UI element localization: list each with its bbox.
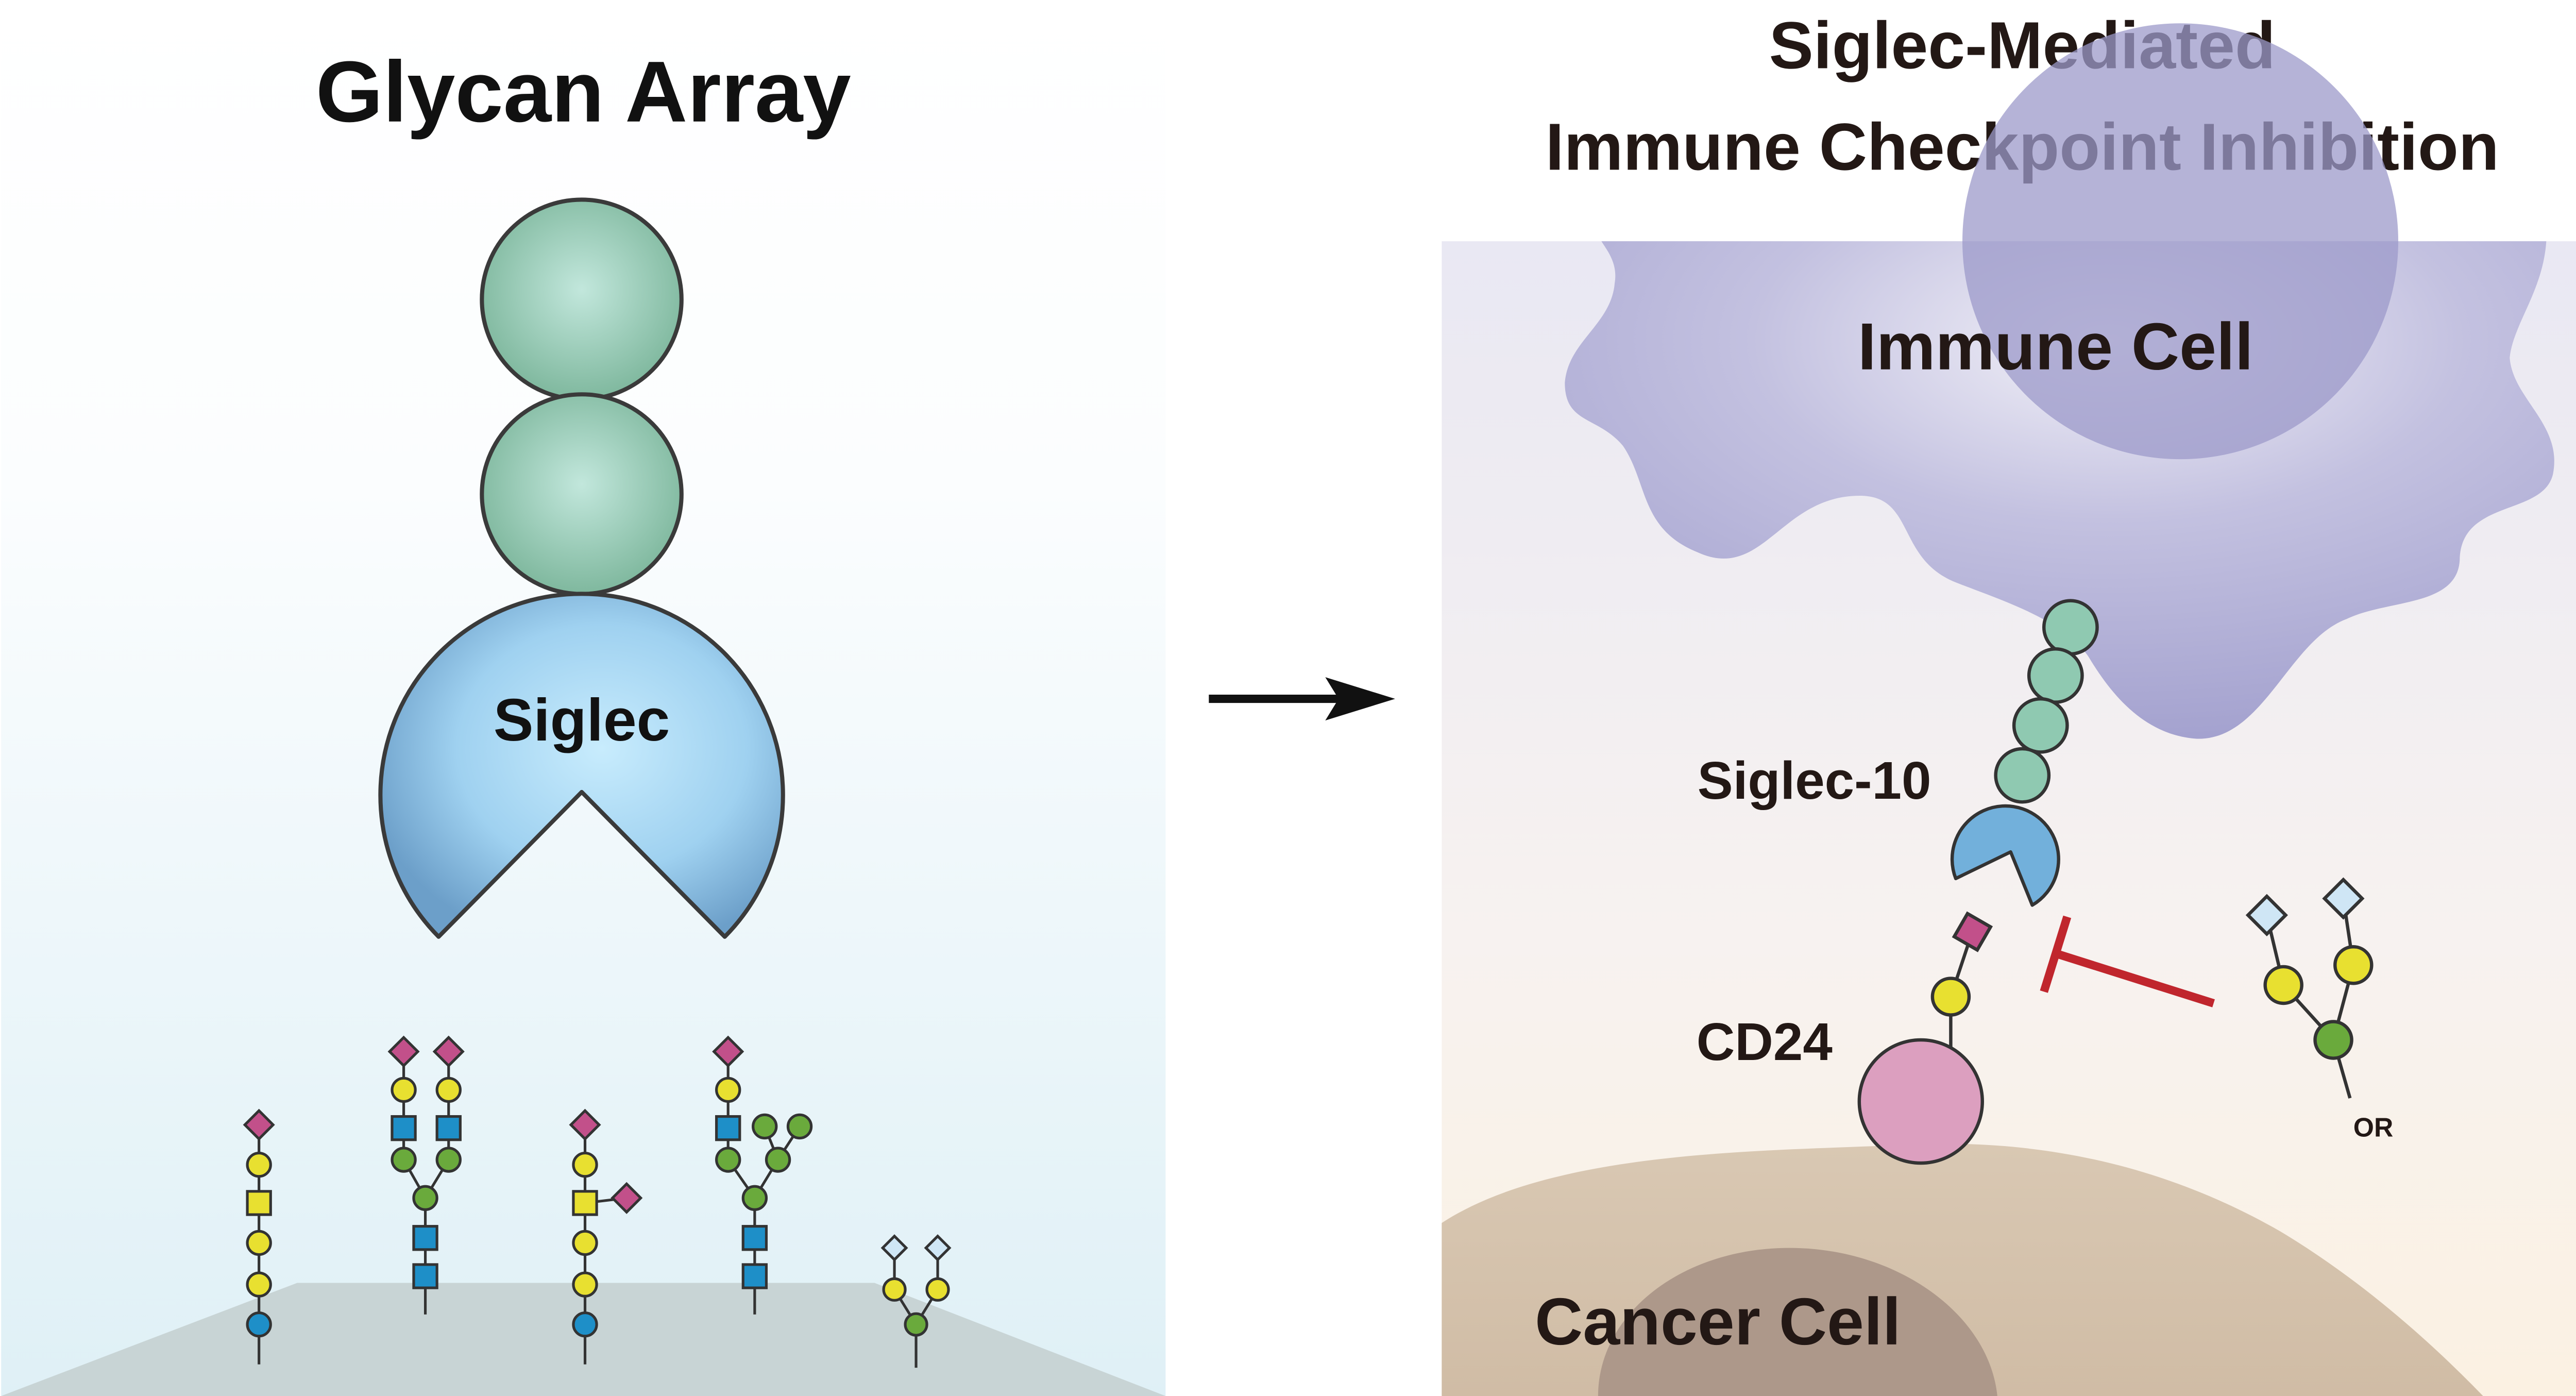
mannose-circle — [741, 1185, 768, 1211]
modified-sialic-acid-diamond — [2322, 877, 2365, 920]
glycan-inhibitor — [2245, 877, 2374, 1099]
mannose-circle — [435, 1147, 462, 1173]
inhibition-symbol — [2040, 915, 2215, 1007]
galactose-circle — [2333, 945, 2374, 985]
galactose-circle — [715, 1077, 741, 1103]
galactose-circle — [2263, 965, 2303, 1005]
cd24-protein — [1857, 1038, 1984, 1165]
mannose-circle — [765, 1147, 791, 1173]
siglec-10-domain — [2027, 647, 2084, 704]
modified-sialic-acid-diamond — [924, 1234, 952, 1262]
galactose-circle — [1930, 977, 1971, 1017]
siglec-label: Siglec — [494, 686, 670, 753]
glycan-hybrid-sialylated — [712, 1035, 813, 1315]
modified-sialic-acid-diamond — [2245, 894, 2288, 936]
glycan-disialylated-branch — [569, 1108, 643, 1365]
siglec-lower-domain — [480, 392, 684, 596]
galactose-circle — [572, 1152, 598, 1178]
galactose-circle — [572, 1271, 598, 1298]
sialic-acid-diamond — [569, 1108, 601, 1141]
mannose-circle — [904, 1312, 928, 1337]
sialic-acid-diamond — [243, 1108, 275, 1141]
immune-cell-label: Immune Cell — [1858, 310, 2253, 384]
modified-sialic-acid-diamond — [880, 1234, 908, 1262]
left-panel-title: Glycan Array — [316, 43, 851, 140]
glcnac-square — [391, 1115, 417, 1141]
glcnac-square — [741, 1263, 768, 1289]
galactose-circle — [572, 1230, 598, 1256]
mannose-circle — [752, 1113, 778, 1140]
siglec-10-label: Siglec-10 — [1698, 750, 1931, 810]
sialic-acid-diamond — [432, 1035, 465, 1068]
right-panel: Siglec-Mediated Immune Checkpoint Inhibi… — [1442, 8, 2576, 1396]
siglec-10-domain — [2042, 599, 2099, 656]
glycan-biantennary-sialylated — [387, 1035, 465, 1315]
siglec-upper-domain — [480, 197, 684, 401]
transition-arrow — [1209, 677, 1395, 721]
glucose-circle — [246, 1311, 272, 1338]
galactose-circle — [246, 1152, 272, 1178]
cd24-label: CD24 — [1697, 1012, 1833, 1071]
glcnac-square — [412, 1225, 438, 1251]
mannose-circle — [412, 1185, 438, 1211]
glycan-linear-sialylated — [243, 1108, 275, 1365]
galnac-square — [246, 1190, 272, 1216]
galactose-circle — [882, 1277, 907, 1302]
galactose-circle — [925, 1277, 950, 1302]
cd24-glycoprotein — [1857, 911, 1993, 1165]
left-panel: Glycan Array Siglec — [1, 0, 1166, 1396]
mannose-circle — [391, 1147, 417, 1173]
galactose-circle — [246, 1271, 272, 1298]
inhibitor-aglycone-label: OR — [2353, 1112, 2393, 1142]
siglec-10-binding-domain — [1950, 804, 2060, 907]
galactose-circle — [246, 1230, 272, 1256]
mannose-circle — [715, 1147, 741, 1173]
cancer-cell-label: Cancer Cell — [1535, 1285, 1901, 1359]
glcnac-square — [435, 1115, 462, 1141]
array-slide — [1, 1283, 1166, 1396]
glycan-modified-sialoside — [880, 1234, 952, 1368]
sialic-acid-diamond — [611, 1182, 643, 1214]
sialic-acid-diamond — [387, 1035, 420, 1068]
galactose-circle — [435, 1077, 462, 1103]
mannose-circle — [786, 1113, 813, 1140]
glcnac-square — [741, 1225, 768, 1251]
siglec-10-domain — [2012, 697, 2069, 754]
siglec-10-receptor — [1950, 599, 2099, 907]
siglec-protein-illustration: Siglec — [378, 197, 785, 939]
siglec-10-domain — [1994, 747, 2051, 804]
galactose-circle — [391, 1077, 417, 1103]
glcnac-square — [412, 1263, 438, 1289]
glcnac-square — [715, 1115, 741, 1141]
glucose-circle — [572, 1311, 598, 1338]
mannose-circle — [2313, 1020, 2353, 1060]
sialic-acid-diamond — [712, 1035, 744, 1068]
immune-cell-nucleus — [1962, 23, 2398, 460]
cancer-cell-nucleus — [1598, 1248, 1997, 1396]
galnac-square — [572, 1190, 598, 1216]
siglec-binding-domain — [378, 592, 785, 939]
sialic-acid-diamond — [1952, 911, 1993, 952]
